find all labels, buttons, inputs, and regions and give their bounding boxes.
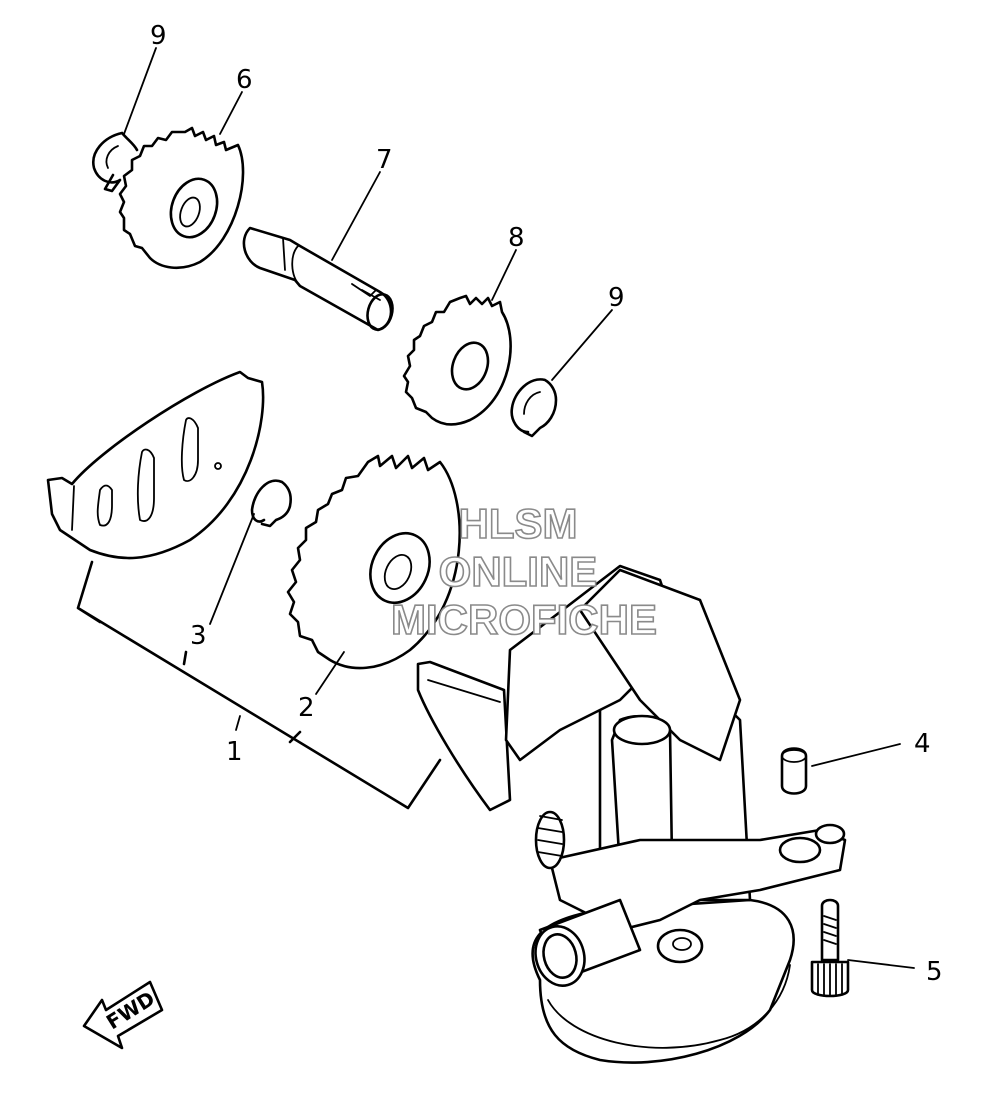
callout-labels: 1 2 3 4 5 6 7 8 9 9 (150, 21, 943, 987)
watermark-line-1: HLSM (459, 500, 578, 547)
circlip-part-3 (250, 479, 293, 528)
circlip-part-9-lower (510, 378, 558, 438)
callout-6: 6 (236, 65, 253, 95)
watermark-line-2: ONLINE (439, 548, 598, 595)
gear-part-6 (118, 126, 245, 270)
fwd-arrow-icon: FWD (82, 980, 164, 1050)
callout-8: 8 (508, 223, 525, 253)
leader-lines (123, 47, 915, 969)
callout-9-lower: 9 (608, 283, 625, 313)
watermark: HLSM ONLINE MICROFICHE (390, 499, 658, 644)
part-1-group-bracket (76, 560, 442, 810)
callout-5: 5 (926, 957, 943, 987)
callout-2: 2 (298, 693, 315, 723)
callout-3: 3 (190, 621, 207, 651)
watermark-line-3: MICROFICHE (391, 596, 657, 643)
cover-part-1 (46, 370, 265, 560)
gear-part-2 (286, 454, 461, 670)
oil-pump-body (416, 564, 847, 1064)
callout-7: 7 (376, 145, 393, 175)
callout-4: 4 (914, 729, 931, 759)
dowel-part-4 (780, 747, 808, 795)
gear-part-8 (402, 294, 512, 426)
callout-1: 1 (226, 737, 243, 767)
callout-9-upper: 9 (150, 21, 167, 51)
shaft-part-7 (242, 226, 394, 332)
bolt-part-5 (810, 898, 850, 998)
